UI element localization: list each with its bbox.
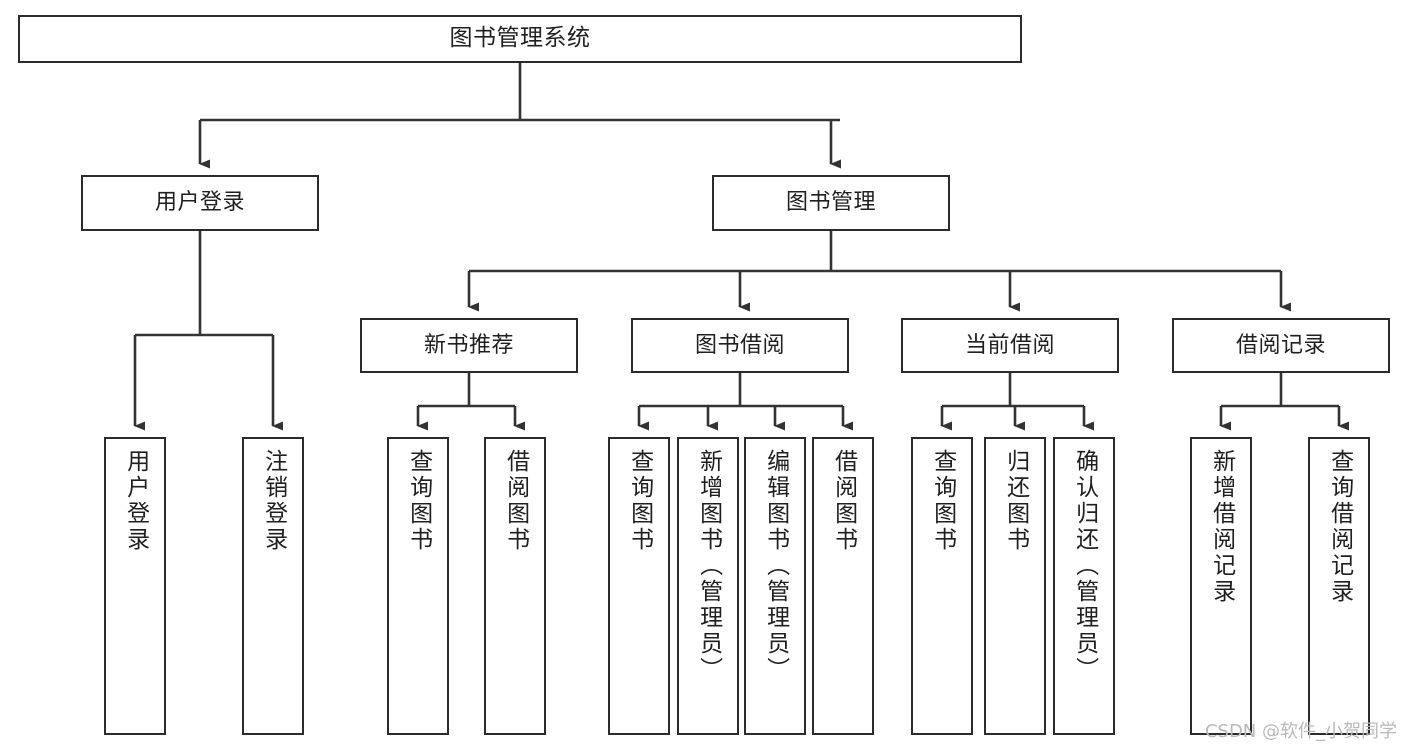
node-root-label: 图书管理系统	[449, 25, 591, 52]
node-leaf-query-record-label: 查询借阅记录	[1326, 449, 1353, 605]
node-leaf-query-book-2[interactable]: 查询图书	[608, 437, 670, 735]
node-leaf-add-book-label: 新增图书（管理员）	[695, 449, 722, 683]
node-current-borrow[interactable]: 当前借阅	[901, 318, 1119, 373]
node-leaf-query-record[interactable]: 查询借阅记录	[1308, 437, 1370, 735]
node-book-management[interactable]: 图书管理	[712, 175, 950, 231]
node-new-book-recommend-label: 新书推荐	[423, 332, 514, 358]
node-root[interactable]: 图书管理系统	[18, 15, 1022, 63]
node-book-borrow-label: 图书借阅	[694, 332, 785, 358]
node-borrow-record-label: 借阅记录	[1235, 332, 1326, 358]
node-leaf-query-book-1[interactable]: 查询图书	[387, 437, 449, 735]
watermark-text: CSDN @软件_小贺同学	[1204, 721, 1397, 742]
edges-borrow-record	[1219, 373, 1349, 431]
node-leaf-query-book-3[interactable]: 查询图书	[911, 437, 973, 735]
edges-book-management	[467, 231, 1291, 312]
node-leaf-edit-book[interactable]: 编辑图书（管理员）	[744, 437, 806, 735]
node-leaf-edit-book-label: 编辑图书（管理员）	[762, 449, 789, 683]
node-leaf-return-book[interactable]: 归还图书	[984, 437, 1046, 735]
node-leaf-add-record-label: 新增借阅记录	[1208, 449, 1235, 605]
edges-user-login	[133, 231, 283, 431]
node-leaf-borrow-book-2-label: 借阅图书	[830, 449, 857, 553]
node-book-management-label: 图书管理	[785, 190, 876, 216]
node-leaf-query-book-2-label: 查询图书	[626, 449, 653, 553]
node-leaf-borrow-book-2[interactable]: 借阅图书	[812, 437, 874, 735]
node-book-borrow[interactable]: 图书借阅	[631, 318, 849, 373]
edges-current-borrow	[940, 373, 1094, 431]
node-leaf-confirm-return-label: 确认归还（管理员）	[1071, 449, 1098, 683]
node-leaf-user-login[interactable]: 用户登录	[104, 437, 166, 735]
node-leaf-logout[interactable]: 注销登录	[242, 437, 304, 735]
node-leaf-logout-label: 注销登录	[260, 449, 287, 553]
edges-root	[198, 63, 841, 169]
node-current-borrow-label: 当前借阅	[964, 332, 1055, 358]
node-leaf-user-login-label: 用户登录	[122, 449, 149, 553]
node-leaf-confirm-return[interactable]: 确认归还（管理员）	[1053, 437, 1115, 735]
node-new-book-recommend[interactable]: 新书推荐	[360, 318, 578, 373]
node-leaf-return-book-label: 归还图书	[1002, 449, 1029, 553]
edges-book-borrow	[637, 373, 853, 431]
node-borrow-record[interactable]: 借阅记录	[1172, 318, 1390, 373]
node-user-login[interactable]: 用户登录	[81, 175, 319, 231]
node-leaf-add-record[interactable]: 新增借阅记录	[1190, 437, 1252, 735]
node-leaf-query-book-3-label: 查询图书	[929, 449, 956, 553]
node-leaf-query-book-1-label: 查询图书	[405, 449, 432, 553]
node-leaf-add-book[interactable]: 新增图书（管理员）	[677, 437, 739, 735]
node-leaf-borrow-book-1[interactable]: 借阅图书	[484, 437, 546, 735]
edges-new-book-recommend	[416, 373, 525, 431]
node-user-login-label: 用户登录	[154, 190, 245, 216]
node-leaf-borrow-book-1-label: 借阅图书	[502, 449, 529, 553]
